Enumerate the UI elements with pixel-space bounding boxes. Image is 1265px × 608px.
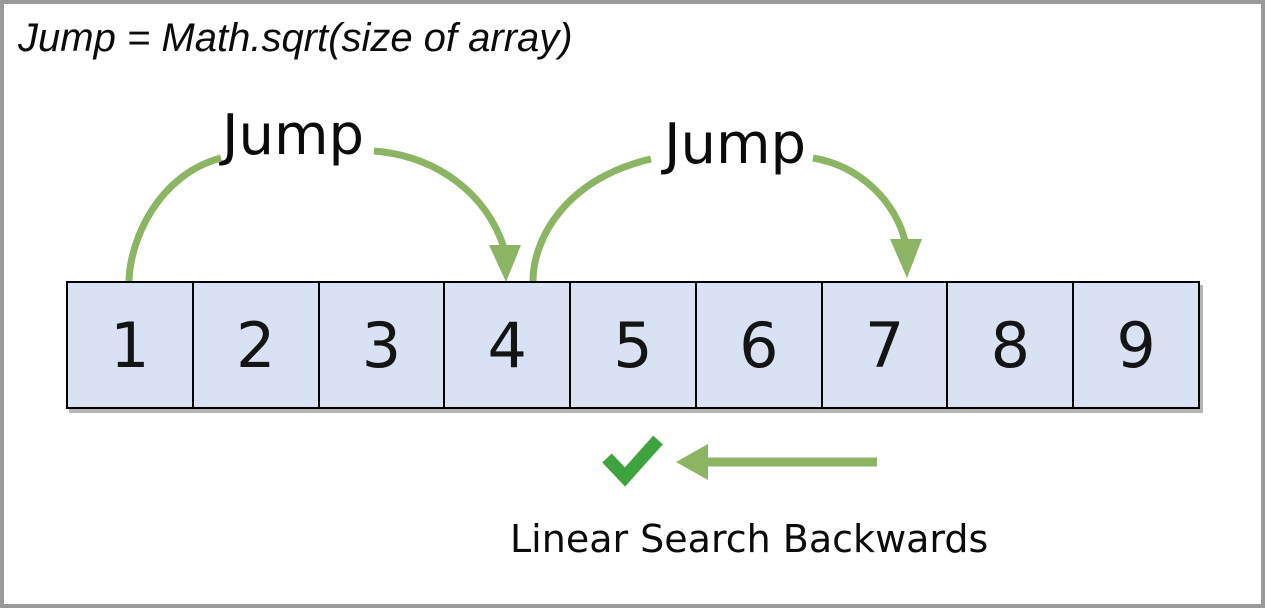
formula-title: Jump = Math.sqrt(size of array): [18, 16, 573, 60]
down-arrowhead-2-icon: [890, 239, 922, 278]
down-arrowhead-1-icon: [489, 245, 521, 282]
left-arrow-icon: [676, 444, 708, 480]
array-row: 1 2 3 4 5 6 7 8 9: [66, 281, 1200, 409]
jump-arc-2-left: [529, 155, 652, 282]
array-cell-1: 1: [68, 283, 194, 407]
array-cell-9: 9: [1116, 308, 1156, 382]
array-cell-6: 6: [697, 283, 823, 407]
jump-label-1: Jump: [222, 103, 365, 168]
array-cell-3: 3: [320, 283, 446, 407]
jump-arc-1-right: [373, 147, 508, 250]
jump-arc-1-left: [125, 154, 222, 282]
array-cell-5: 5: [571, 283, 697, 407]
jump-label-2: Jump: [664, 112, 807, 177]
array-cell-2: 2: [194, 283, 320, 407]
array-cell-4: 4: [445, 283, 572, 407]
jump-arc-2-right: [812, 154, 909, 242]
array-cell-7: 7: [823, 283, 949, 407]
caption-linear-search-backwards: Linear Search Backwards: [510, 517, 989, 561]
checkmark-icon: [602, 435, 663, 487]
array-cell-8: 8: [948, 283, 1075, 407]
